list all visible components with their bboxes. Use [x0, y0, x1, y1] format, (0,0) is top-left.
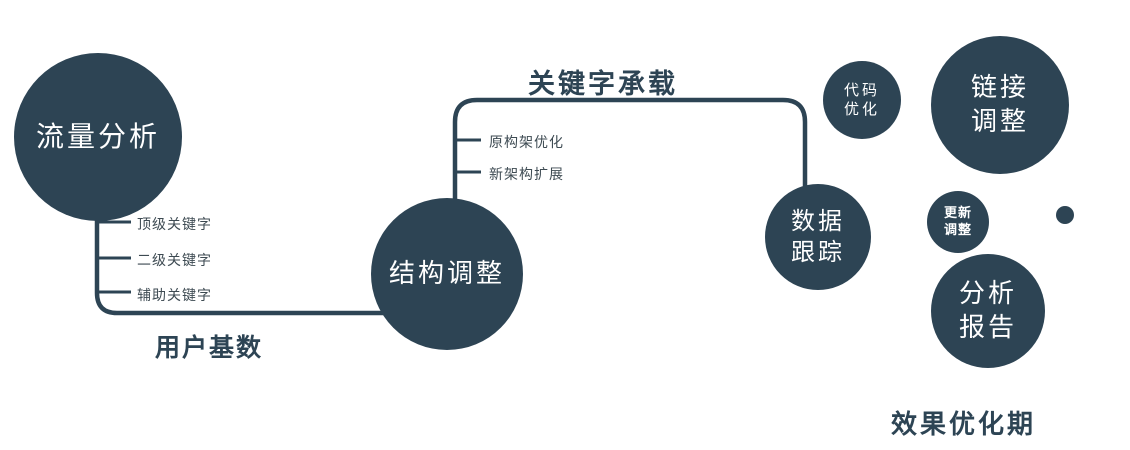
- caption-effect-optimization: 效果优化期: [891, 409, 1037, 439]
- node-structure-adjust-label: 结构调整: [388, 258, 505, 289]
- branch-label-original-architecture: 原构架优化: [489, 134, 564, 150]
- node-traffic-analysis: 流量分析: [14, 53, 182, 221]
- traffic-branch-ticks: [97, 220, 131, 294]
- branch-label-new-architecture: 新架构扩展: [489, 166, 564, 182]
- edge-keyword-carry-line: [452, 97, 808, 274]
- node-data-tracking-label: 数据 跟踪: [791, 207, 845, 266]
- branch-label-top-keywords: 顶级关键字: [137, 216, 212, 232]
- node-structure-adjust: 结构调整: [371, 198, 523, 350]
- node-code-optimize: 代码 优化: [823, 61, 901, 139]
- node-update-adjust: 更新 调整: [927, 191, 989, 253]
- branch-label-secondary-keywords: 二级关键字: [137, 252, 212, 268]
- node-traffic-analysis-label: 流量分析: [35, 120, 160, 152]
- branch-label-auxiliary-keywords: 辅助关键字: [137, 287, 212, 303]
- edge-label-keyword-carry: 关键字承载: [528, 69, 678, 99]
- node-code-optimize-label: 代码 优化: [843, 81, 880, 119]
- node-update-adjust-label: 更新 调整: [943, 205, 972, 237]
- node-analysis-report: 分析 报告: [931, 254, 1045, 368]
- node-data-tracking: 数据 跟踪: [765, 184, 871, 290]
- node-analysis-report-label: 分析 报告: [958, 278, 1017, 342]
- node-link-adjust: 链接 调整: [931, 36, 1069, 174]
- edge-label-user-base: 用户基数: [155, 334, 264, 362]
- dot-marker: [1056, 206, 1074, 224]
- structure-branch-ticks: [455, 138, 481, 174]
- node-link-adjust-label: 链接 调整: [970, 72, 1029, 136]
